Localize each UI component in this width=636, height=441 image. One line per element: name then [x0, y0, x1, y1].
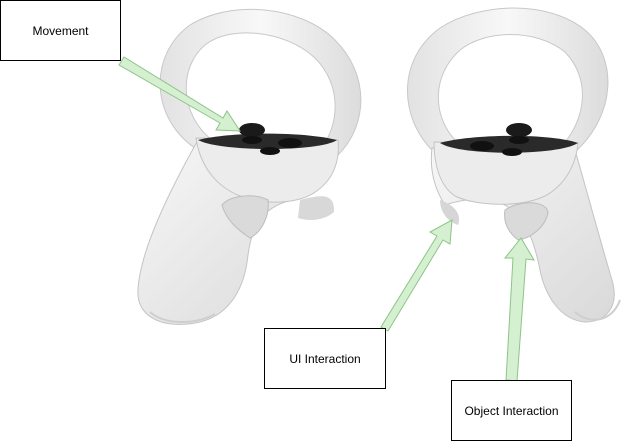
movement-label: Movement — [32, 23, 89, 38]
object-interaction-label: Object Interaction — [464, 403, 559, 418]
right-grip-trigger — [504, 202, 549, 241]
right-controller-icon — [407, 7, 621, 323]
ui-interaction-arrow — [380, 219, 453, 332]
object-interaction-label-box: Object Interaction — [451, 380, 572, 441]
right-controller-ring — [407, 7, 609, 153]
ui-interaction-label: UI Interaction — [289, 351, 361, 366]
right-button-a — [502, 148, 522, 156]
movement-arrow — [118, 56, 241, 132]
right-controller-head — [433, 141, 579, 205]
right-button-b — [470, 141, 494, 151]
object-interaction-arrow — [503, 237, 535, 382]
ui-interaction-label-box: UI Interaction — [264, 328, 386, 389]
movement-label-box: Movement — [0, 0, 121, 61]
left-controller-head — [195, 137, 339, 203]
arrows — [118, 56, 535, 382]
left-controller-faceplate — [198, 133, 337, 149]
left-controller-icon — [137, 8, 362, 325]
left-button-y — [260, 147, 280, 155]
left-button-x — [278, 138, 302, 148]
left-grip-trigger — [221, 195, 269, 239]
